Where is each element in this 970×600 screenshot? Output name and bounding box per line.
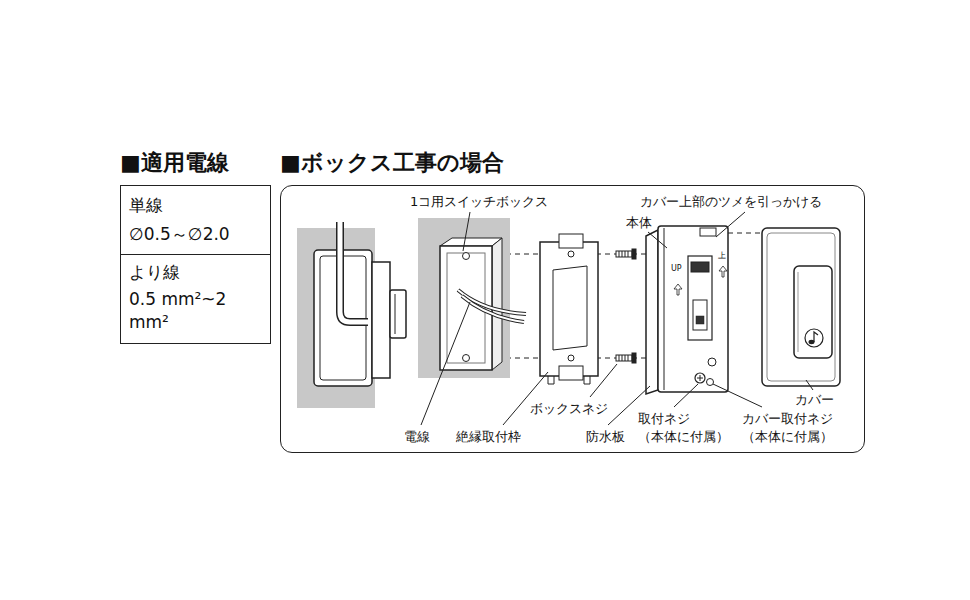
leader-line <box>716 212 745 237</box>
box-screw <box>616 355 632 361</box>
switch-body <box>691 262 709 272</box>
cell-text: ∅0.5～∅2.0 <box>129 223 262 246</box>
section-heading: ■ボックス工事の場合 <box>280 150 504 176</box>
insulation-frame <box>540 242 598 376</box>
alignment-line <box>728 233 764 234</box>
part-label: 絶縁取付枠 <box>456 428 521 446</box>
switch-box <box>440 246 492 370</box>
switch-body <box>707 379 714 386</box>
part-label: カバー取付ネジ （本体に付属） <box>742 410 833 445</box>
wall-section <box>340 222 368 322</box>
switch-box <box>463 253 470 260</box>
insulation-frame <box>548 376 554 384</box>
leader-line <box>463 212 470 251</box>
leader-line <box>806 380 813 390</box>
switch-cover <box>762 228 840 386</box>
switch-cover <box>798 272 799 352</box>
part-label: 電線 <box>404 428 430 446</box>
cell-text: 0.5 mm²~2 mm² <box>129 288 262 334</box>
switch-body <box>658 226 728 392</box>
section-heading: ■適用電線 <box>120 150 229 176</box>
part-label: 本体 <box>626 214 652 232</box>
wall-section <box>340 222 368 322</box>
switch-box <box>462 296 524 322</box>
switch-body <box>695 373 705 383</box>
table-cell: 単線 ∅0.5～∅2.0 <box>121 186 270 254</box>
leader-line <box>648 232 667 248</box>
cell-text: 単線 <box>129 194 262 217</box>
insulation-frame <box>540 234 598 384</box>
switch-cover <box>767 233 835 381</box>
part-label: 防水板 <box>586 428 625 446</box>
wall-section <box>390 290 406 338</box>
switch-body <box>719 266 727 277</box>
box-screw <box>616 251 632 257</box>
leader-line <box>713 384 762 407</box>
insulation-frame <box>553 266 587 350</box>
box-screw <box>619 355 628 361</box>
switch-body <box>664 228 665 390</box>
leader-line <box>503 372 548 425</box>
leader-line <box>590 364 617 397</box>
part-label: UP <box>671 264 682 275</box>
part-label: カバー上部のツメを引っかける <box>640 193 822 211</box>
switch-box <box>463 355 470 362</box>
insulation-frame <box>584 376 590 384</box>
switch-cover <box>762 228 840 386</box>
insulation-frame <box>559 366 583 380</box>
part-label: 1コ用スイッチボックス <box>410 193 548 211</box>
box-screw <box>632 249 636 259</box>
switch-cover <box>794 266 832 358</box>
cell-text: より線 <box>129 261 262 284</box>
box-screw <box>619 251 628 257</box>
switch-body <box>688 256 712 340</box>
box-screw <box>632 353 636 363</box>
insulation-frame <box>568 355 574 361</box>
part-label: 上 <box>718 251 726 262</box>
leader-line <box>674 384 698 407</box>
part-label: ボックスネジ <box>530 400 608 418</box>
leader-line <box>421 302 470 425</box>
switch-body <box>674 284 682 295</box>
switch-box <box>462 296 524 322</box>
wall-section <box>297 222 406 408</box>
switch-body <box>697 375 703 381</box>
switch-body <box>693 300 707 330</box>
switch-cover <box>805 329 823 347</box>
leader-line <box>421 212 813 425</box>
waterproof-plate <box>646 230 658 394</box>
part-label: カバー <box>795 391 834 409</box>
table-cell: より線 0.5 mm²~2 mm² <box>121 254 270 342</box>
wall-section <box>372 262 390 378</box>
box-screw <box>616 249 636 363</box>
insulation-frame <box>568 251 574 257</box>
switch-body <box>696 316 704 324</box>
insulation-frame <box>559 234 583 248</box>
waterproof-plate <box>646 230 658 394</box>
wall-section <box>395 294 396 334</box>
switch-cover <box>814 332 818 342</box>
switch-body <box>708 358 716 366</box>
switch-body <box>658 226 728 392</box>
part-label: 取付ネジ （本体に付属） <box>638 410 729 445</box>
switch-box <box>418 218 526 378</box>
switch-body <box>700 228 716 236</box>
switch-box <box>492 238 502 370</box>
wire-spec-table: ■適用電線単線∅0.5～∅2.0より線0.5 mm²~2 mm² <box>120 185 271 344</box>
